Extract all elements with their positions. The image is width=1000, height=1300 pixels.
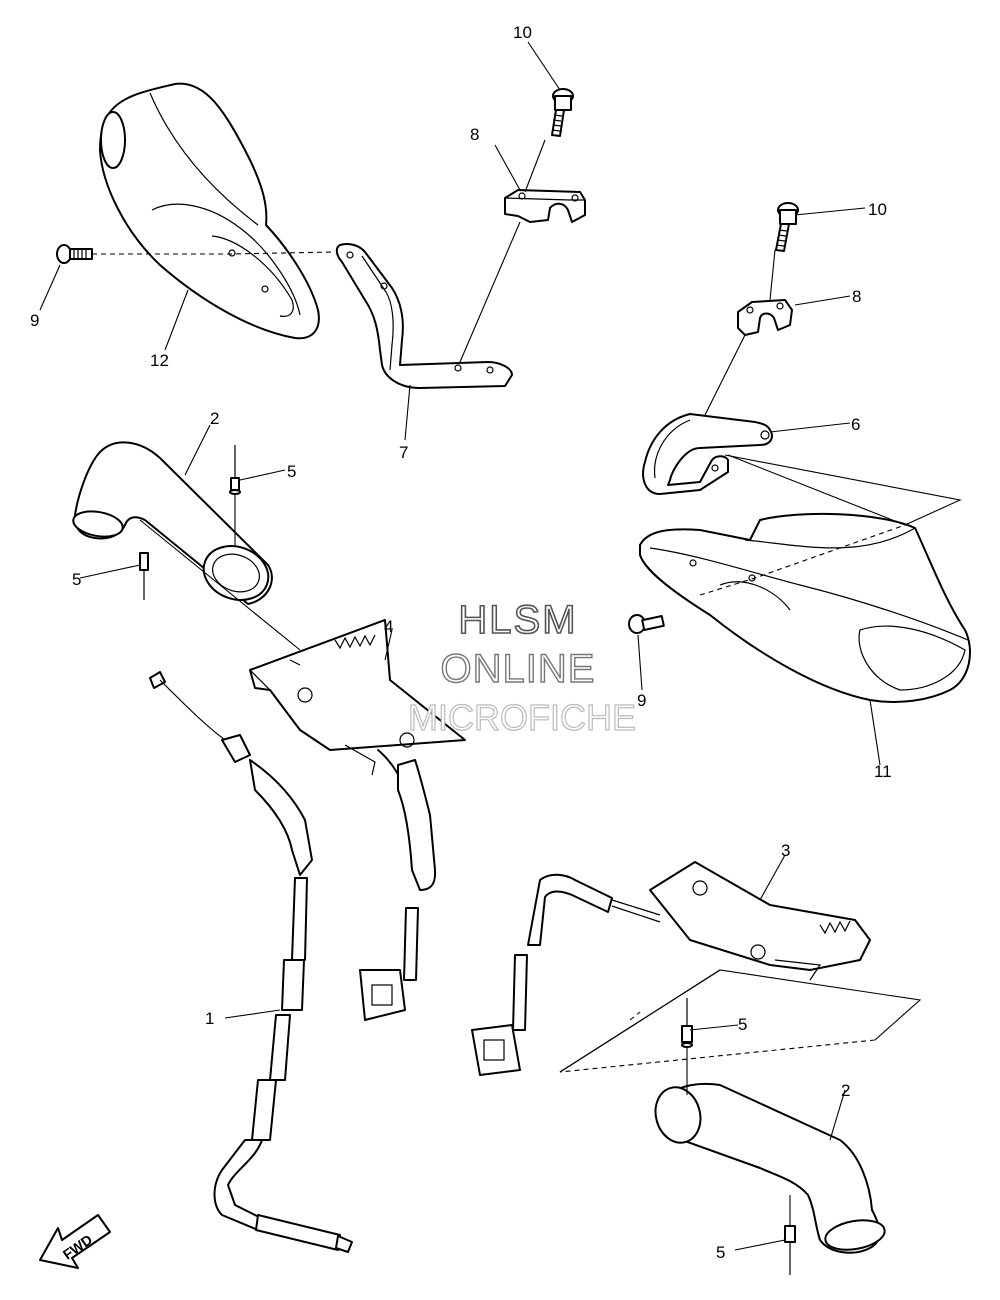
callout-labels: 10 8 9 12 7 10 8 6 2 5 5 4 9 11 3 1 5 2 … [30,23,892,1262]
clamp-8-top [504,189,586,223]
callout-11: 11 [874,762,892,781]
callout-4: 4 [384,617,393,636]
screw-9-left [56,244,93,264]
watermark-line-3: MICROFICHE [408,697,636,738]
watermark: HLSM ONLINE MICROFICHE [407,597,636,738]
callout-5-bottom-left: 5 [716,1243,725,1262]
heater-element-3 [649,861,871,981]
cable-1 [149,671,353,1253]
callout-5-bottom: 5 [738,1015,747,1034]
callout-10-right: 10 [868,200,887,219]
hand-guard-right [639,512,971,703]
callout-9-left: 9 [30,311,39,330]
callout-7: 7 [399,443,408,462]
heater-element-3-wire [471,873,661,1076]
leader-lines [39,41,962,1251]
callout-2-bottom: 2 [841,1081,850,1100]
callout-6: 6 [851,415,860,434]
bolt-10-right [775,202,799,252]
heater-element-4 [249,619,466,776]
grip-2-top [72,441,273,605]
callout-5-top: 5 [287,462,296,481]
callout-8-right: 8 [852,287,861,306]
watermark-line-1: HLSM [458,598,577,642]
watermark-line-2: ONLINE [441,647,596,691]
fwd-arrow-icon: FWD [39,1214,111,1269]
callout-12: 12 [150,351,169,370]
rivet-5-d [784,1225,796,1275]
screw-9-right [628,614,665,634]
rivet-5-b [139,552,149,600]
rivet-5-c [681,998,693,1048]
callout-9-right: 9 [637,691,646,710]
rivet-5-a [229,445,241,495]
bolt-10-top [551,88,574,137]
hand-guard-left [99,82,320,340]
callout-1: 1 [205,1009,214,1028]
callout-8-top: 8 [470,125,479,144]
callout-10-top: 10 [513,23,532,42]
grip-2-bottom [654,1082,886,1254]
bracket-6 [642,413,773,495]
callout-2-top: 2 [210,409,219,428]
heater-element-4-wire [359,749,437,1021]
bracket-7 [335,242,513,389]
clamp-8-right [737,299,793,336]
callout-3: 3 [781,841,790,860]
callout-5-left: 5 [72,570,81,589]
